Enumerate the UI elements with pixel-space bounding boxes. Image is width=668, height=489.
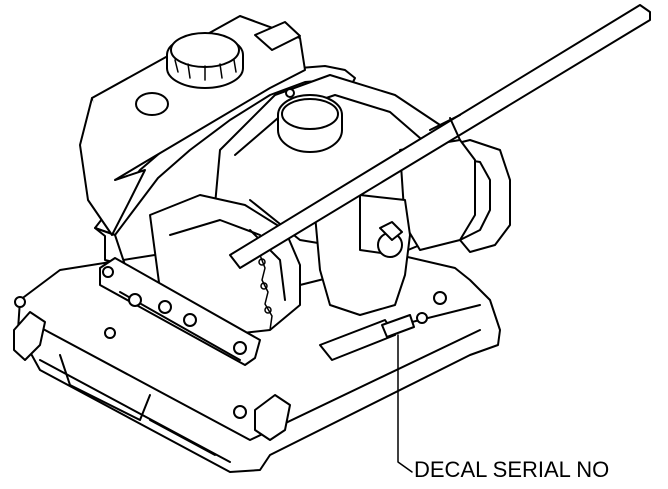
callout-leader-line [397,334,413,473]
guide-handle [229,4,651,269]
safety-chain [258,254,273,331]
fuel-cap [166,32,244,89]
plate-bolts [14,88,447,419]
plate-grip [13,311,291,441]
engine-housing [314,194,411,316]
callout-label: DECAL SERIAL NO [414,457,609,482]
serial-decal [319,314,415,361]
fuel-tank [79,15,306,236]
air-cleaner [277,94,343,153]
front-bracket [99,257,261,366]
